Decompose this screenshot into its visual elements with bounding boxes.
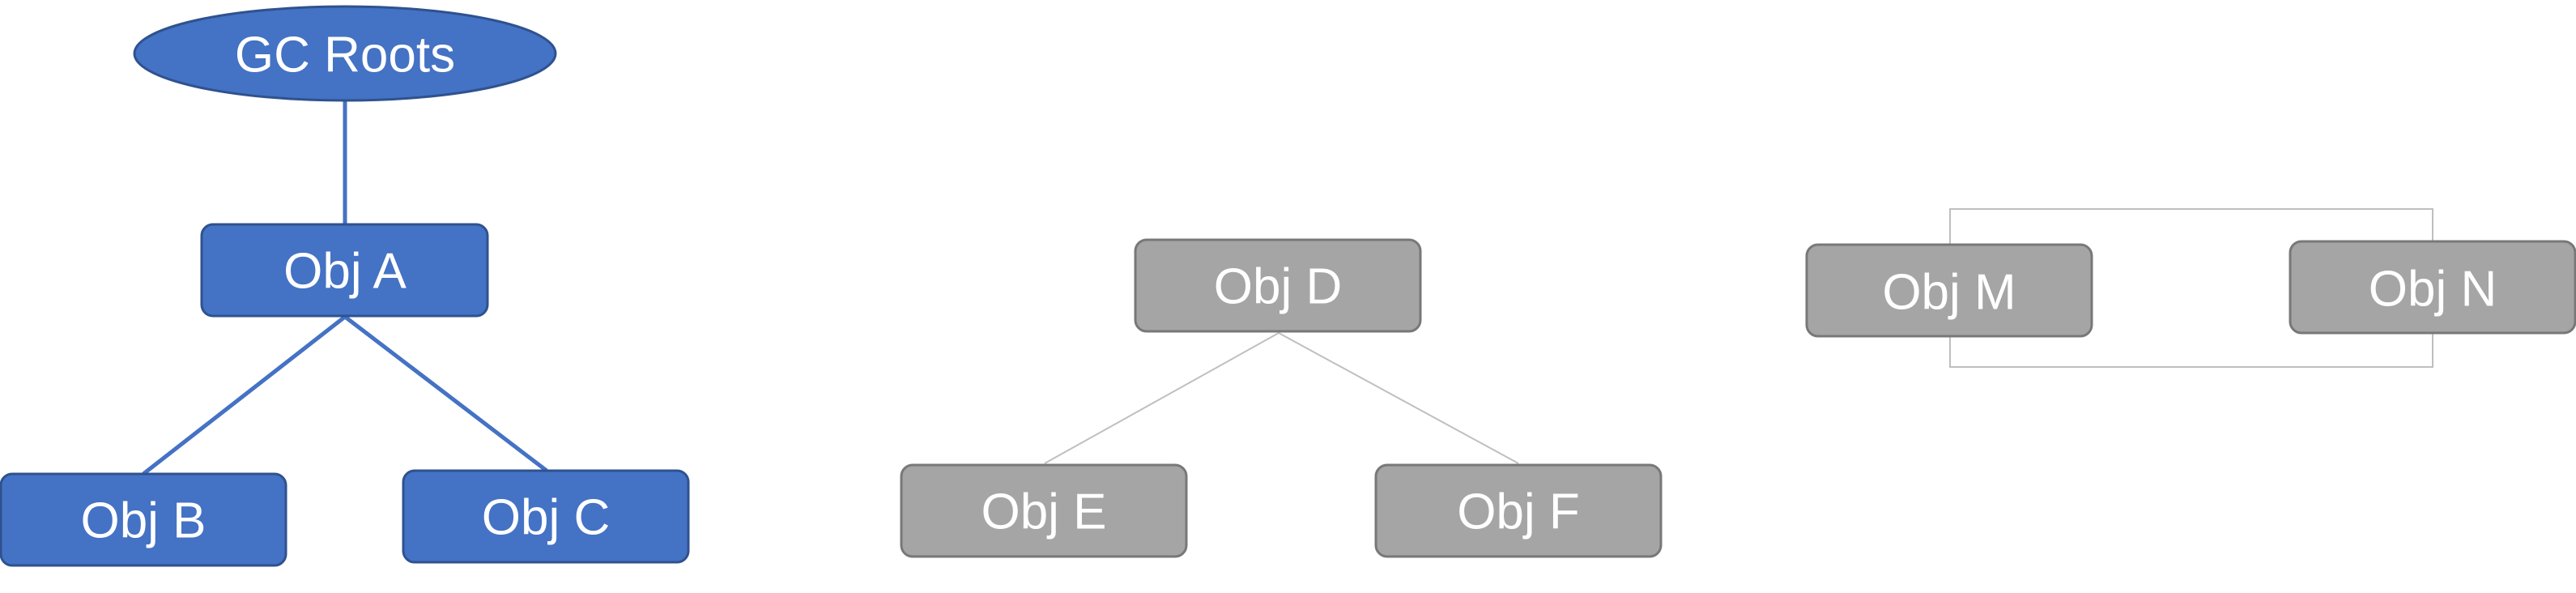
- edge-obj-m-to-obj-n: [1949, 208, 2433, 245]
- obj-m-label: Obj M: [1882, 265, 2016, 321]
- obj-c-label: Obj C: [482, 490, 610, 546]
- edge-obj-a-to-obj-c: [343, 315, 548, 472]
- gc-roots-label: GC Roots: [235, 28, 455, 83]
- obj-a-node: Obj A: [200, 223, 489, 318]
- edge-obj-a-to-obj-b: [142, 315, 347, 476]
- obj-b-label: Obj B: [80, 493, 206, 549]
- obj-f-node: Obj F: [1374, 463, 1663, 558]
- obj-c-node: Obj C: [402, 469, 690, 564]
- obj-f-label: Obj F: [1457, 484, 1580, 540]
- obj-d-node: Obj D: [1134, 238, 1422, 333]
- obj-e-label: Obj E: [981, 484, 1106, 540]
- obj-m-node: Obj M: [1805, 243, 2093, 338]
- edge-obj-n-to-obj-m: [1949, 332, 2433, 368]
- edge-obj-d-to-obj-e: [1044, 332, 1279, 464]
- edge-obj-d-to-obj-f: [1278, 332, 1519, 464]
- obj-e-node: Obj E: [900, 463, 1188, 558]
- gc-roots-node: GC Roots: [133, 5, 557, 102]
- reachable-edges: [142, 100, 548, 476]
- cycle-edges: [1949, 208, 2433, 368]
- obj-b-node: Obj B: [0, 472, 287, 567]
- unreachable-edges: [1044, 332, 1519, 464]
- obj-d-label: Obj D: [1214, 259, 1342, 315]
- obj-n-node: Obj N: [2289, 240, 2576, 335]
- obj-n-label: Obj N: [2369, 262, 2497, 318]
- obj-a-label: Obj A: [283, 244, 407, 300]
